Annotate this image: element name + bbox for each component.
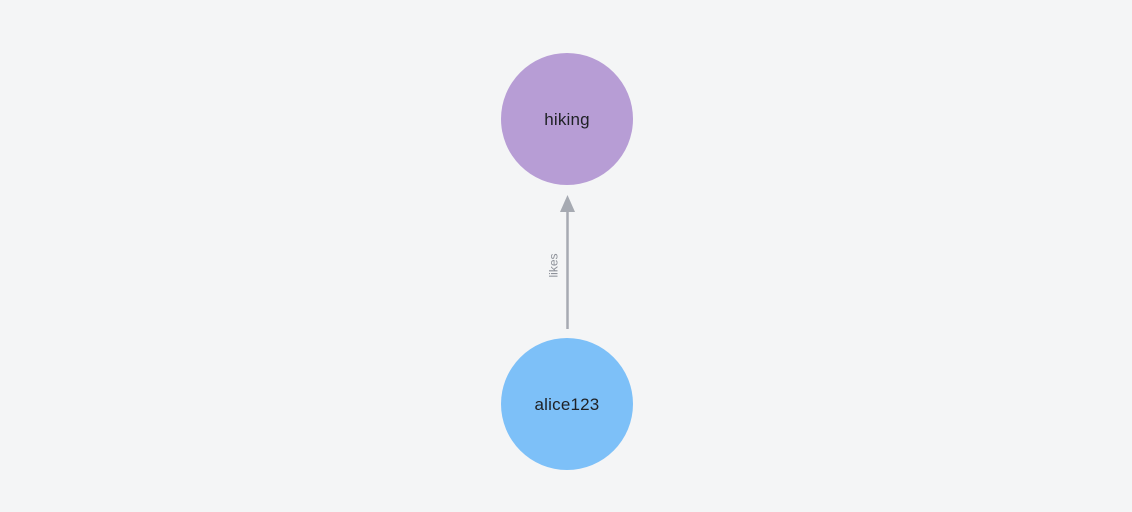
graph-node-alice123[interactable]: alice123 xyxy=(501,338,633,470)
edge-arrowhead-icon xyxy=(560,195,575,212)
node-label-alice123: alice123 xyxy=(534,394,600,414)
node-label-hiking: hiking xyxy=(544,109,590,129)
edge-label-likes[interactable]: likes xyxy=(546,253,561,278)
graph-node-hiking[interactable]: hiking xyxy=(501,53,633,185)
